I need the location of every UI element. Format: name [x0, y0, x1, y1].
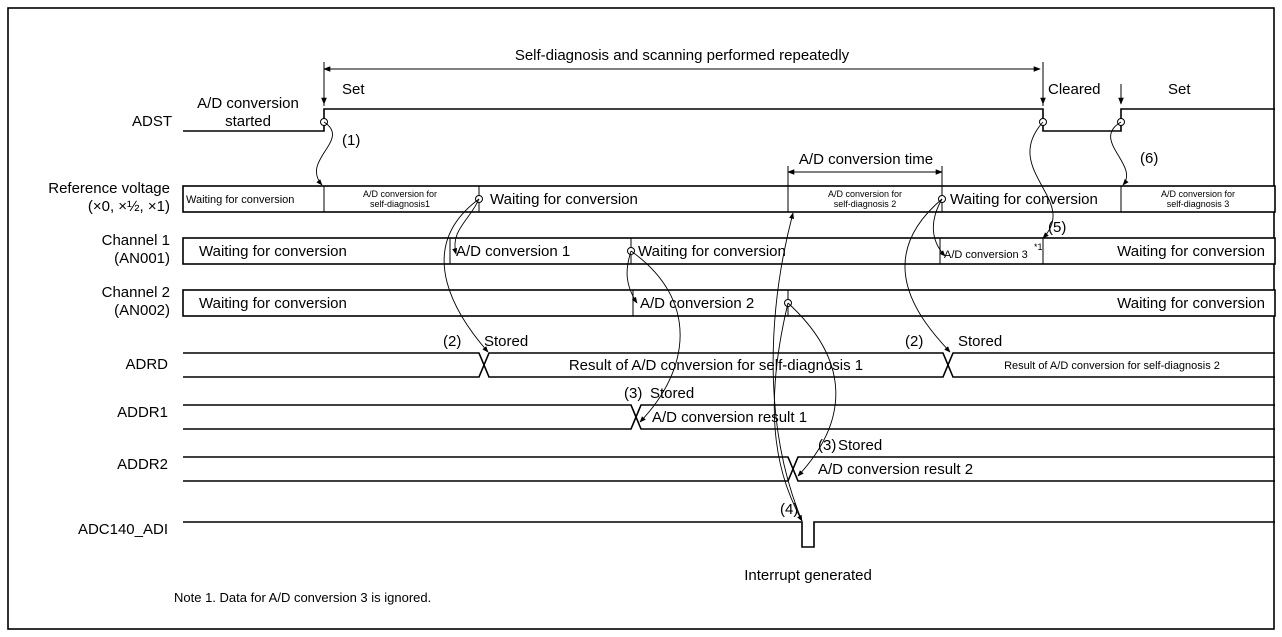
ref-voltage-label: Reference voltage: [48, 180, 170, 197]
curve-2b: [904, 198, 951, 353]
channel2-row: [182, 289, 1276, 317]
addr1-result: A/D conversion result 1: [652, 409, 807, 426]
footnote: Note 1. Data for A/D conversion 3 is ign…: [174, 590, 431, 605]
curve-ch1-to-ch2: [626, 250, 638, 304]
adst-waveform: [183, 108, 1275, 132]
curve-1: [316, 121, 333, 186]
addr2-label: ADDR2: [117, 456, 168, 473]
ref-diag3-b: self-diagnosis 3: [1167, 199, 1230, 209]
curve-ref-to-ch1: [452, 198, 480, 255]
adc-int-label: ADC140_ADI: [78, 521, 168, 538]
marker-2b: (2): [905, 333, 923, 350]
adrd-stored-2: Stored: [958, 333, 1002, 350]
ch1-conv-1: A/D conversion 1: [456, 243, 570, 260]
ref-diag3-a: A/D conversion for: [1161, 189, 1235, 199]
addr2-stored: Stored: [838, 437, 882, 454]
curve-3a: [630, 250, 681, 423]
ch1-wait-2: Waiting for conversion: [638, 243, 786, 260]
conversion-started-2: started: [225, 113, 271, 130]
ref-wait-2: Waiting for conversion: [490, 191, 638, 208]
adrd-bus: [183, 352, 1275, 378]
adst-label: ADST: [132, 113, 172, 130]
addr1-bus: [183, 404, 1275, 430]
ch1-conv-3-note: *1: [1034, 242, 1043, 252]
ref-voltage-sublabel: (×0, ×½, ×1): [88, 198, 170, 215]
ch1-wait-1: Waiting for conversion: [199, 243, 347, 260]
marker-2a: (2): [443, 333, 461, 350]
addr2-bus: [183, 456, 1275, 482]
diagram-frame: [7, 7, 1275, 630]
addr1-stored: Stored: [650, 385, 694, 402]
ch1-wait-3: Waiting for conversion: [1117, 243, 1265, 260]
interrupt-label: Interrupt generated: [744, 567, 872, 584]
curve-4: [773, 302, 803, 522]
ref-wait-1: Waiting for conversion: [186, 194, 294, 206]
ref-diag2-b: self-diagnosis 2: [834, 199, 897, 209]
set-label-1: Set: [342, 81, 365, 98]
ref-diag1-a: A/D conversion for: [363, 189, 437, 199]
channel1-sublabel: (AN001): [114, 250, 170, 267]
marker-3b: (3): [818, 437, 836, 454]
curve-ref2-to-ch1: [932, 198, 946, 257]
curve-5: [1029, 121, 1054, 239]
ch2-wait-2: Waiting for conversion: [1117, 295, 1265, 312]
curve-3b: [787, 302, 837, 477]
adc-int-waveform: [183, 521, 1275, 548]
ref-wait-3: Waiting for conversion: [950, 191, 1098, 208]
adrd-result-2: Result of A/D conversion for self-diagno…: [1004, 360, 1220, 372]
ref-diag1-b: self-diagnosis1: [370, 199, 430, 209]
adrd-label: ADRD: [125, 356, 168, 373]
channel2-sublabel: (AN002): [114, 302, 170, 319]
conversion-started-1: A/D conversion: [197, 95, 299, 112]
adrd-stored-1: Stored: [484, 333, 528, 350]
marker-3a: (3): [624, 385, 642, 402]
marker-6: (6): [1140, 150, 1158, 167]
curve-adi-to-ref: [772, 212, 803, 522]
addr2-result: A/D conversion result 2: [818, 461, 973, 478]
marker-5: (5): [1048, 219, 1066, 236]
addr1-label: ADDR1: [117, 404, 168, 421]
channel1-label: Channel 1: [102, 232, 170, 249]
cleared-label: Cleared: [1048, 81, 1101, 98]
ch1-conv-3: A/D conversion 3: [944, 249, 1028, 261]
adrd-result-1: Result of A/D conversion for self-diagno…: [569, 357, 863, 374]
set-label-2: Set: [1168, 81, 1191, 98]
conv-time-label: A/D conversion time: [799, 151, 933, 168]
ch2-wait-1: Waiting for conversion: [199, 295, 347, 312]
curve-2a: [443, 198, 489, 353]
curve-6: [1110, 121, 1129, 186]
ch2-conv-2: A/D conversion 2: [640, 295, 754, 312]
ref-voltage-row: [182, 185, 1276, 213]
repeat-label: Self-diagnosis and scanning performed re…: [515, 47, 850, 64]
channel1-row: [182, 237, 1276, 265]
ref-diag2-a: A/D conversion for: [828, 189, 902, 199]
marker-4: (4): [780, 501, 798, 518]
channel2-label: Channel 2: [102, 284, 170, 301]
marker-1: (1): [342, 132, 360, 149]
